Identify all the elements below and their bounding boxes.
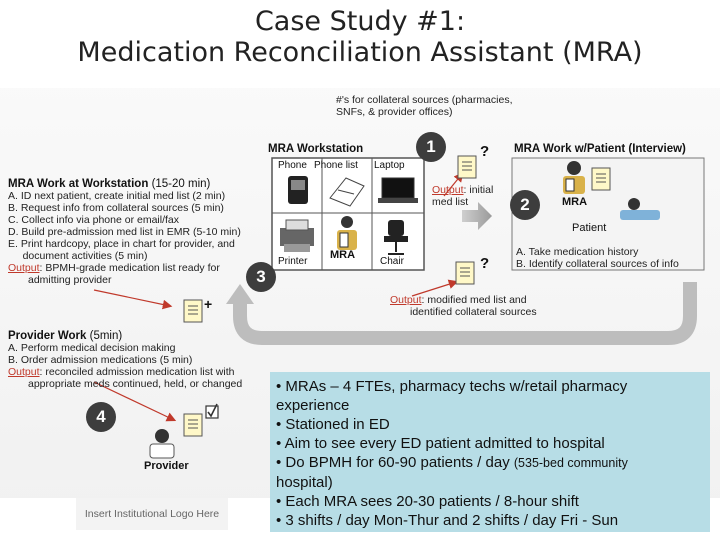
printer-label: Printer <box>278 256 308 267</box>
step-2-badge: 2 <box>510 190 540 220</box>
interview-item-b: B. Identify collateral sources of info <box>516 258 679 270</box>
mra-interviewer-icon <box>563 161 585 194</box>
laptop-icon <box>378 177 418 203</box>
page-title: Case Study #1: Medication Reconciliation… <box>0 6 720 68</box>
printer-icon <box>280 219 314 252</box>
info-line-2: experience <box>276 397 350 414</box>
info-line-7: • Each MRA sees 20-30 patients / 8-hour … <box>276 493 579 510</box>
checkbox-icon <box>205 403 219 419</box>
provider-work-heading: Provider Work <box>8 330 87 342</box>
info-line-8: • 3 shifts / day Mon-Thur and 2 shifts /… <box>276 512 619 529</box>
info-box: • MRAs – 4 FTEs, pharmacy techs w/retail… <box>270 372 710 532</box>
laptop-label: Laptop <box>374 160 405 171</box>
phone-icon <box>288 176 308 204</box>
workstation-work-heading: MRA Work at Workstation <box>8 178 149 190</box>
workstation-work-section: MRA Work at Workstation (15-20 min) A. I… <box>8 178 241 286</box>
patient-icon <box>620 198 660 220</box>
phone-list-icon <box>329 177 365 207</box>
phone-list-label: Phone list <box>314 160 358 171</box>
workstation-heading: MRA Workstation <box>268 143 364 155</box>
collateral-sources-note: #'s for collateral sources (pharmacies, … <box>336 94 513 118</box>
provider-work-duration: (5min) <box>89 330 123 342</box>
provider-work-section: Provider Work (5min) A. Perform medical … <box>8 330 243 390</box>
document-icon-interview <box>591 167 611 191</box>
red-arrow-provider <box>93 381 177 422</box>
title-line-1: Case Study #1: <box>254 6 466 37</box>
mra-label: MRA <box>330 249 356 261</box>
forward-arrow <box>462 202 492 230</box>
institutional-logo-placeholder: Insert Institutional Logo Here <box>76 498 228 530</box>
chair-label: Chair <box>380 256 404 267</box>
mra-person-icon <box>337 216 357 250</box>
provider-label: Provider <box>144 460 189 472</box>
info-line-4: • Aim to see every ED patient admitted t… <box>276 435 605 452</box>
info-line-6: hospital) <box>276 474 333 491</box>
output-initial: Output: initial med list <box>432 184 494 208</box>
red-arrow-modified <box>411 279 459 297</box>
question-mark-initial: ? <box>480 143 490 160</box>
document-icon-bpmh <box>183 299 203 323</box>
workstation-work-duration: (15-20 min) <box>151 178 211 190</box>
chair-icon <box>384 220 408 255</box>
step-1-badge: 1 <box>416 132 446 162</box>
info-line-5: • Do BPMH for 60-90 patients / day <box>276 454 510 471</box>
phone-label: Phone <box>278 160 307 171</box>
provider-person-icon <box>149 429 175 459</box>
title-line-2: Medication Reconciliation Assistant (MRA… <box>77 37 643 68</box>
return-loop-arrow <box>233 282 697 345</box>
interview-mra-label: MRA <box>562 196 588 208</box>
info-line-3: • Stationed in ED <box>276 416 390 433</box>
step-3-badge: 3 <box>246 262 276 292</box>
question-mark-modified: ? <box>480 255 490 272</box>
document-icon-modified <box>455 261 475 285</box>
document-icon-initial <box>457 155 477 179</box>
plus-mark: + <box>204 296 213 312</box>
info-line-1: • MRAs – 4 FTEs, pharmacy techs w/retail… <box>276 378 628 395</box>
info-line-5-note: (535-bed community <box>513 456 628 470</box>
interview-item-a: A. Take medication history <box>516 246 639 258</box>
document-icon-provider <box>183 413 203 437</box>
output-modified: Output: modified med list and identified… <box>390 294 537 318</box>
step-4-badge: 4 <box>86 402 116 432</box>
red-arrow-workstation <box>93 289 173 310</box>
interview-heading: MRA Work w/Patient (Interview) <box>514 143 686 155</box>
interview-patient-label: Patient <box>572 222 607 234</box>
interview-items: A. Take medication history B. Identify c… <box>516 246 679 270</box>
